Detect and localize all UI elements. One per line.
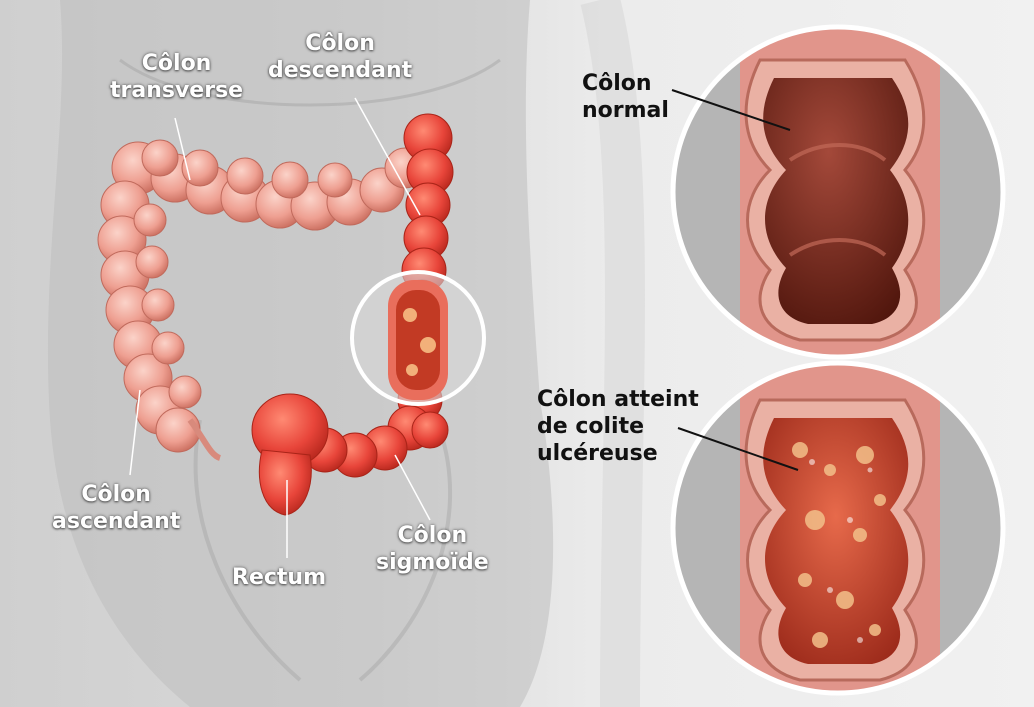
label-transverse-colon: Côlon transverse (110, 50, 243, 104)
label-normal-colon: Côlon normal (582, 70, 669, 124)
label-uc-colon: Côlon atteint de colite ulcéreuse (537, 386, 699, 467)
label-sigmoid-colon: Côlon sigmoïde (376, 522, 489, 576)
label-rectum: Rectum (232, 564, 326, 591)
label-ascending-colon: Côlon ascendant (52, 481, 180, 535)
zoom-area (352, 272, 484, 404)
label-descending-colon: Côlon descendant (268, 30, 412, 84)
